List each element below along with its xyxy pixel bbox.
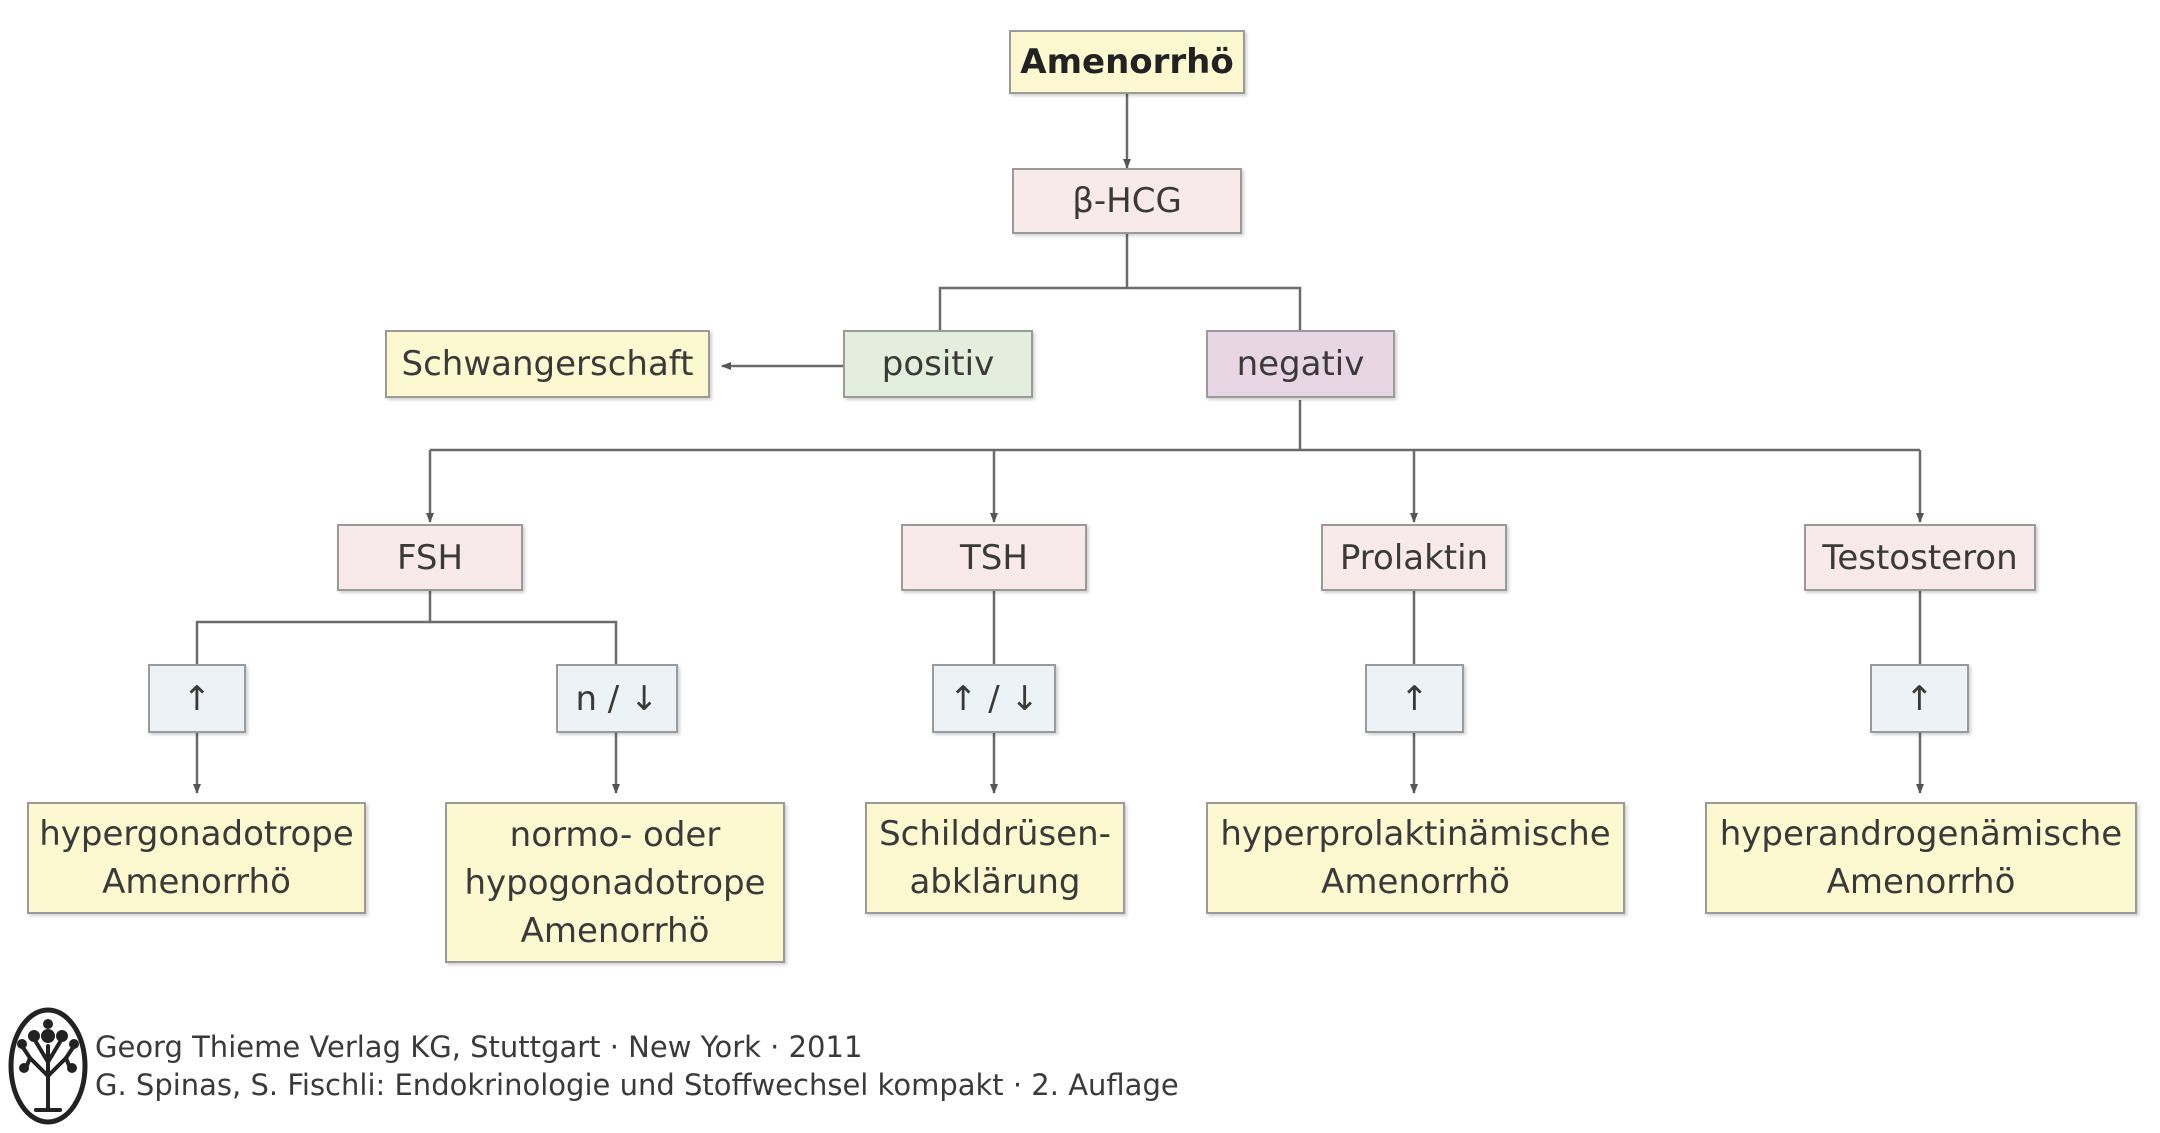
- outcome-line: hypergonadotrope: [39, 814, 354, 854]
- outcome-line: Amenorrhö: [102, 862, 291, 902]
- node-thyroid-workup: Schilddrüsen- abklärung: [865, 802, 1125, 914]
- node-hyperprolactinemic: hyperprolaktinämische Amenorrhö: [1206, 802, 1625, 914]
- node-pregnancy-label: Schwangerschaft: [401, 344, 694, 384]
- line-hcg-to-positive: [938, 234, 1129, 330]
- node-negative-label: negativ: [1236, 344, 1365, 384]
- node-fsh-label: FSH: [396, 537, 464, 578]
- outcome-line: normo- oder: [509, 814, 721, 855]
- node-hypogonadotrope: normo- oder hypogonadotrope Amenorrhö: [445, 802, 785, 963]
- up-arrow-icon: ↑: [1905, 678, 1934, 719]
- node-tsh: TSH: [901, 524, 1087, 591]
- outcome-line: Schilddrüsen-: [879, 814, 1111, 854]
- node-hypergonadotrope: hypergonadotrope Amenorrhö: [27, 802, 366, 914]
- footer-citation: G. Spinas, S. Fischli: Endokrinologie un…: [95, 1068, 1179, 1102]
- up-arrow-icon: ↑: [182, 678, 212, 719]
- node-positive-label: positiv: [881, 344, 995, 384]
- outcome-line: Amenorrhö: [1826, 862, 2016, 902]
- node-testosterone-high: ↑: [1870, 664, 1969, 733]
- node-prolactin-label: Prolaktin: [1339, 537, 1489, 578]
- up-down-arrow-icon: ↑ / ↓: [948, 678, 1040, 719]
- node-testosterone-label: Testosteron: [1822, 537, 2018, 578]
- outcome-line: Amenorrhö: [1321, 862, 1510, 902]
- node-positive: positiv: [843, 330, 1033, 398]
- node-pregnancy: Schwangerschaft: [385, 330, 710, 398]
- node-testosterone: Testosteron: [1804, 524, 2036, 591]
- node-amenorrhea-label: Amenorrhö: [1020, 42, 1234, 82]
- node-beta-hcg-label: β-HCG: [1072, 181, 1182, 221]
- node-tsh-label: TSH: [960, 537, 1028, 578]
- node-fsh-normal-low-label: n / ↓: [575, 678, 659, 719]
- node-tsh-up-down: ↑ / ↓: [932, 664, 1056, 733]
- node-amenorrhea: Amenorrhö: [1009, 30, 1245, 94]
- line-fsh-to-low: [430, 620, 618, 664]
- node-fsh: FSH: [337, 524, 523, 591]
- publisher-footer: Georg Thieme Verlag KG, Stuttgart · New …: [8, 1006, 1208, 1130]
- line-hcg-to-negative: [1127, 286, 1302, 330]
- node-fsh-high: ↑: [148, 664, 246, 733]
- node-prolactin-high: ↑: [1365, 664, 1464, 733]
- outcome-line: abklärung: [909, 862, 1081, 902]
- outcome-line: hyperprolaktinämische: [1220, 814, 1611, 854]
- footer-publisher: Georg Thieme Verlag KG, Stuttgart · New …: [95, 1030, 863, 1064]
- tree-icon: [8, 1007, 88, 1125]
- line-fsh-to-high: [195, 591, 432, 664]
- node-prolactin: Prolaktin: [1321, 524, 1507, 591]
- node-beta-hcg: β-HCG: [1012, 168, 1242, 234]
- node-negative: negativ: [1206, 330, 1395, 398]
- outcome-line: hyperandrogenämische: [1719, 814, 2123, 854]
- up-arrow-icon: ↑: [1400, 678, 1429, 719]
- outcome-line: hypogonadotrope: [464, 862, 766, 903]
- node-fsh-normal-low: n / ↓: [556, 664, 678, 733]
- node-hyperandrogenic: hyperandrogenämische Amenorrhö: [1705, 802, 2137, 914]
- outcome-line: Amenorrhö: [520, 910, 710, 951]
